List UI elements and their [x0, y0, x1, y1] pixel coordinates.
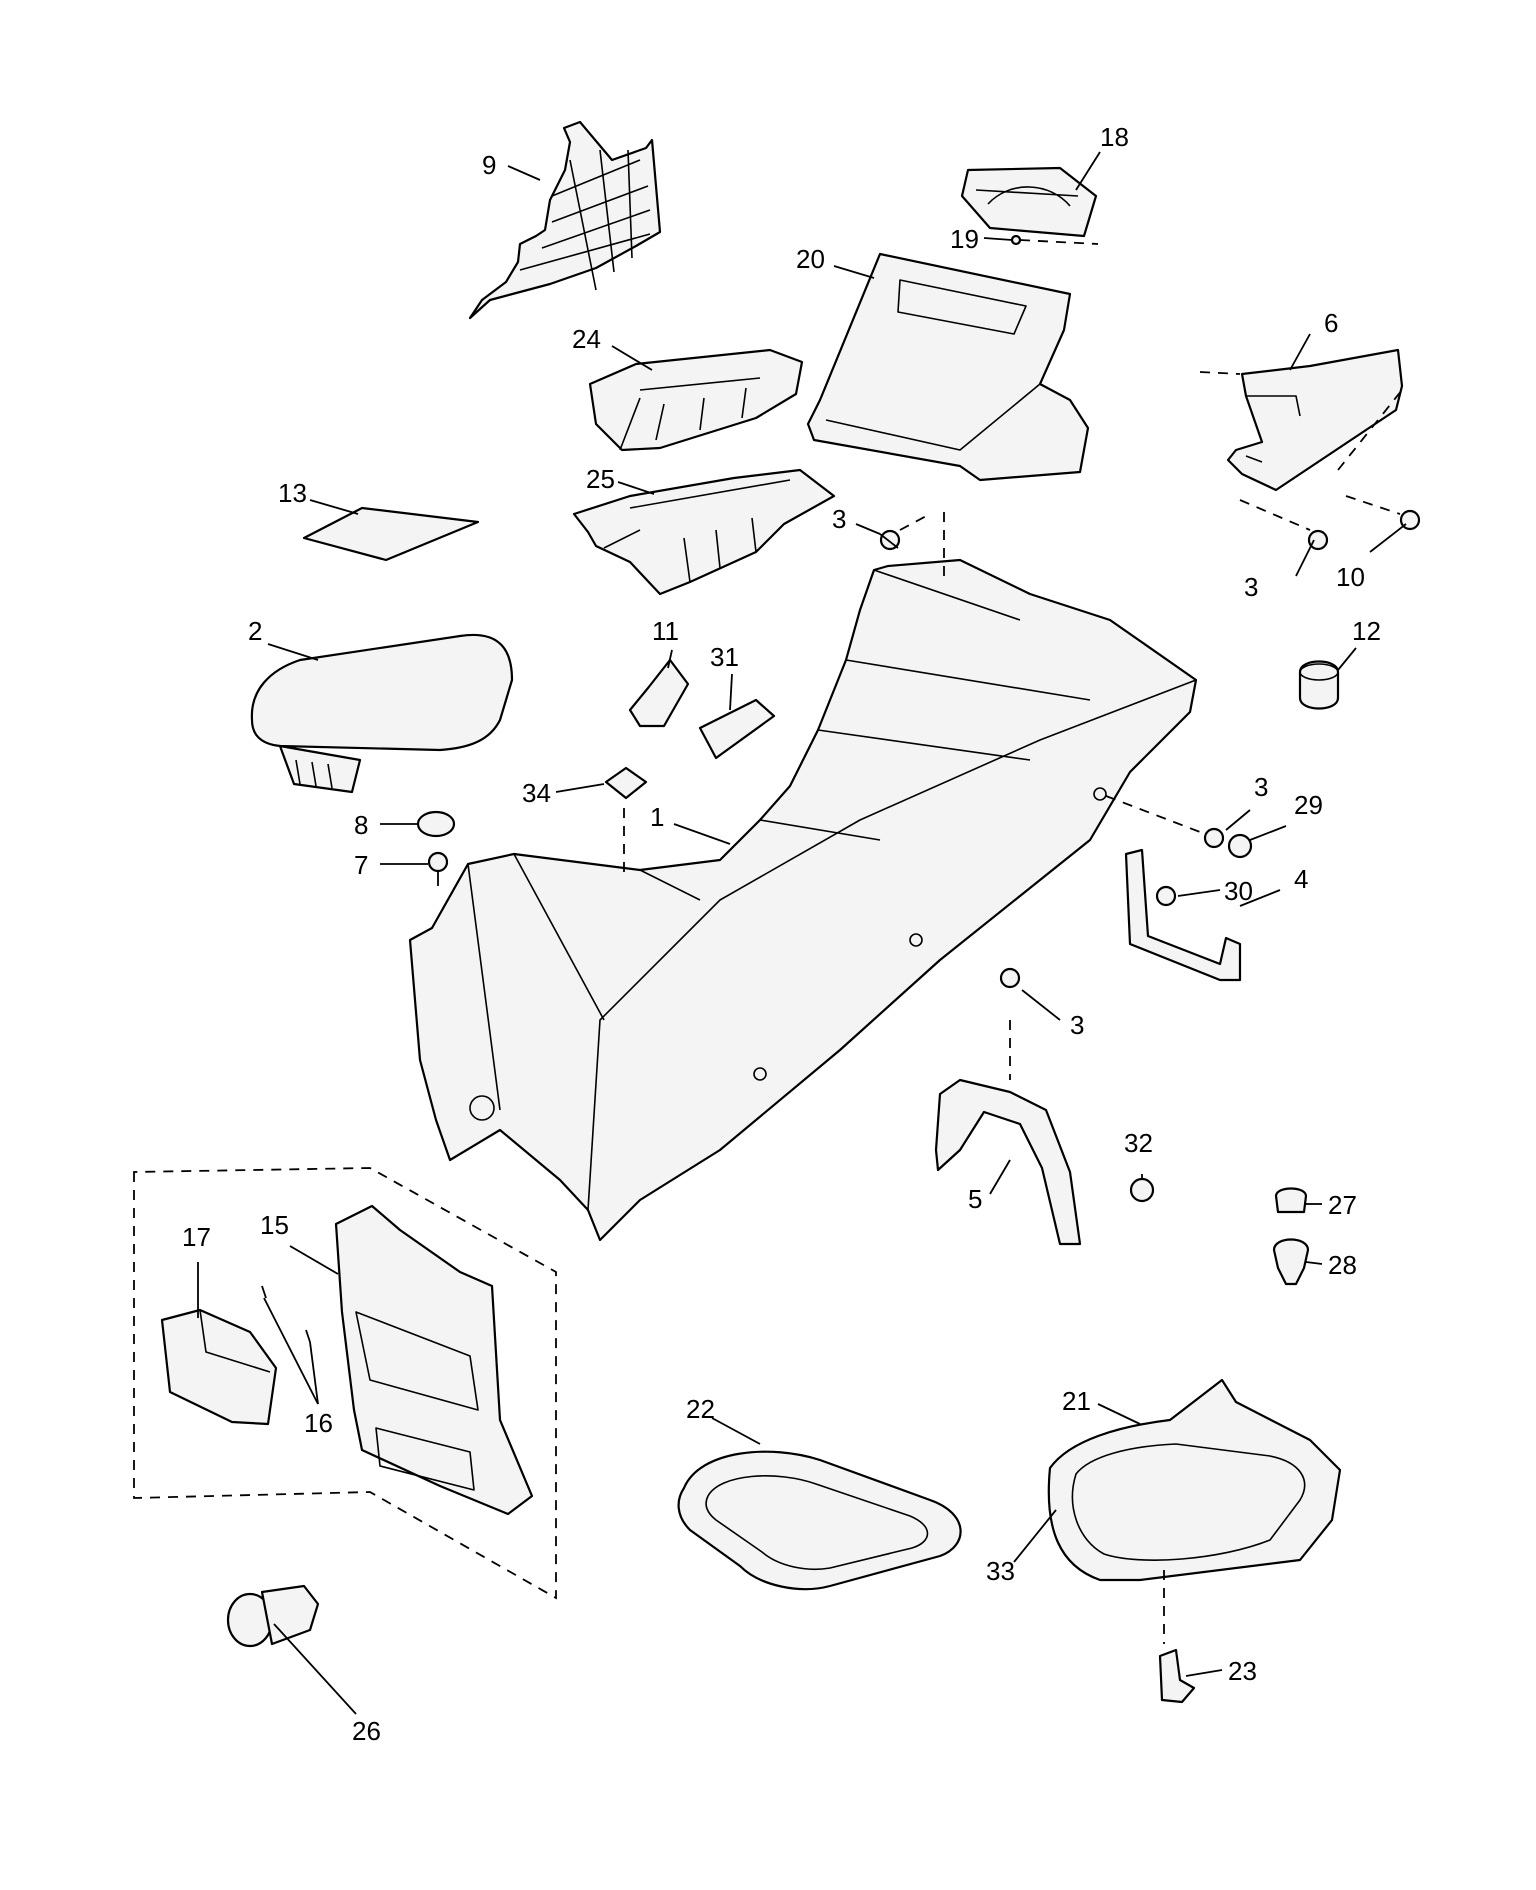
part-4-bracket	[1124, 848, 1242, 982]
label-4: 4	[1294, 864, 1308, 894]
label-16: 16	[304, 1408, 333, 1438]
label-5: 5	[968, 1184, 982, 1214]
part-6-bracket	[1226, 348, 1404, 492]
part-3-bolt-c	[1203, 827, 1225, 849]
part-23-clip	[1158, 1648, 1196, 1704]
part-19-screw	[1010, 234, 1022, 246]
label-27: 27	[1328, 1190, 1357, 1220]
label-3c: 3	[1254, 772, 1268, 802]
part-32-bolt	[1129, 1177, 1155, 1203]
part-16-screws	[261, 1285, 311, 1343]
part-3-bolt-d	[999, 967, 1021, 989]
label-7: 7	[354, 850, 368, 880]
label-26: 26	[352, 1716, 381, 1746]
part-13-pad	[302, 506, 480, 562]
label-32: 32	[1124, 1128, 1153, 1158]
label-33: 33	[986, 1556, 1015, 1586]
label-28: 28	[1328, 1250, 1357, 1280]
label-25: 25	[586, 464, 615, 494]
label-3b: 3	[1244, 572, 1258, 602]
part-15-rear-panel	[334, 1204, 534, 1516]
label-19: 19	[950, 224, 979, 254]
label-6: 6	[1324, 308, 1338, 338]
part-5-bracket	[934, 1078, 1082, 1246]
part-9-bracket	[468, 120, 662, 320]
part-20-shift-bezel	[806, 252, 1090, 482]
part-2-armrest	[250, 633, 514, 794]
part-12-cap	[1298, 660, 1340, 710]
label-12: 12	[1352, 616, 1381, 646]
part-29-cap	[1227, 833, 1253, 859]
label-10: 10	[1336, 562, 1365, 592]
part-30-nut	[1155, 885, 1177, 907]
label-3d: 3	[1070, 1010, 1084, 1040]
label-31: 31	[710, 642, 739, 672]
part-11-clip	[628, 658, 690, 728]
part-8-cap	[416, 810, 456, 838]
part-7-screw	[427, 851, 449, 886]
label-2: 2	[248, 616, 262, 646]
label-30: 30	[1224, 876, 1253, 906]
kit-group-outline	[133, 1167, 557, 1600]
part-17-ashtray	[160, 1308, 278, 1426]
label-1: 1	[650, 802, 664, 832]
label-3a: 3	[832, 504, 846, 534]
label-20: 20	[796, 244, 825, 274]
label-34: 34	[522, 778, 551, 808]
part-26-power-socket	[226, 1584, 320, 1648]
part-34-clip	[604, 766, 648, 800]
part-28-connector	[1272, 1238, 1310, 1286]
label-13: 13	[278, 478, 307, 508]
part-3-bolt-b	[1307, 529, 1329, 551]
label-29: 29	[1294, 790, 1323, 820]
label-24: 24	[572, 324, 601, 354]
leader-lines	[197, 151, 1407, 1715]
part-18-switch-bezel	[960, 166, 1098, 238]
label-9: 9	[482, 150, 496, 180]
label-11: 11	[652, 616, 679, 646]
label-15: 15	[260, 1210, 289, 1240]
label-22: 22	[686, 1394, 715, 1424]
callout-labels: 9 18 19 20 24 6 13 25 3 3 10 2 11 31 12 …	[182, 122, 1381, 1746]
part-3-bolt-a	[879, 529, 901, 551]
label-21: 21	[1062, 1386, 1091, 1416]
label-23: 23	[1228, 1656, 1257, 1686]
label-18: 18	[1100, 122, 1129, 152]
part-25-lower-tray	[572, 468, 836, 596]
part-22-trim-ring	[677, 1450, 962, 1591]
part-27-plug	[1274, 1187, 1308, 1214]
part-31-plate	[698, 698, 776, 760]
label-8: 8	[354, 810, 368, 840]
part-21-cupholder	[1047, 1378, 1342, 1582]
part-24-tray	[588, 348, 804, 452]
part-1-console-body	[408, 558, 1198, 1242]
label-17: 17	[182, 1222, 211, 1252]
